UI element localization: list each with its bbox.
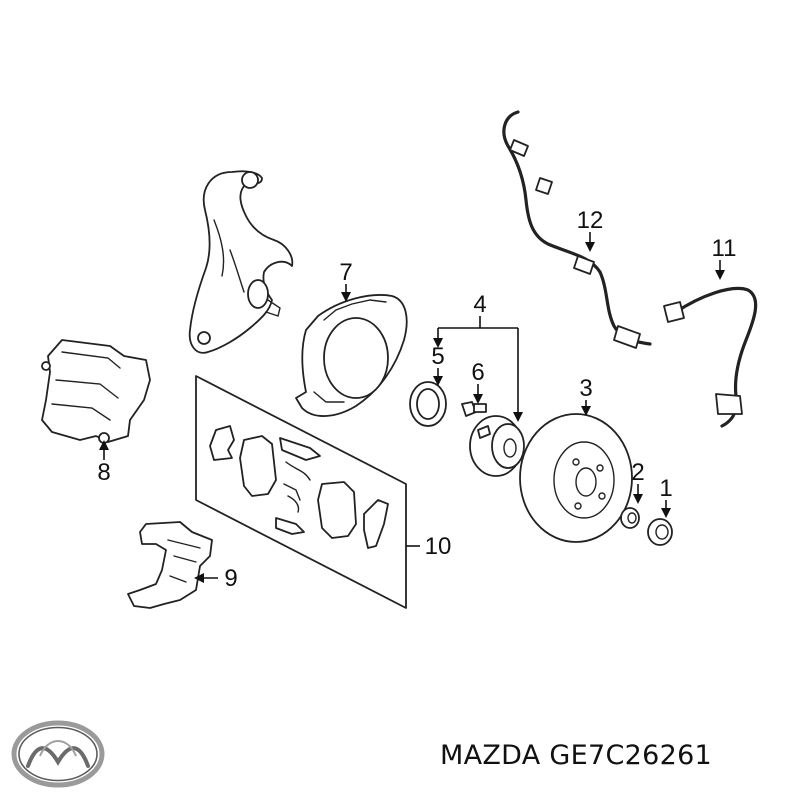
callout-1: 1: [659, 475, 672, 502]
brake-rotor: [519, 400, 633, 543]
callout-12: 12: [577, 207, 604, 234]
abs-wheel-speed-sensor: [502, 110, 652, 349]
hub-nut-small: [620, 484, 643, 529]
callout-6: 6: [471, 359, 484, 386]
callout-11: 11: [712, 235, 737, 262]
steering-knuckle: [188, 170, 294, 354]
hub-nut-large: [647, 500, 673, 546]
callout-8: 8: [97, 459, 110, 486]
callout-4: 4: [473, 291, 486, 318]
mazda-logo: [11, 720, 105, 788]
brake-pad-kit: [195, 375, 420, 609]
wheel-hub: [433, 316, 525, 477]
dust-shield: [295, 284, 408, 417]
wheel-stud: [461, 384, 487, 417]
callout-5: 5: [431, 343, 444, 370]
caliper-bracket: [127, 521, 218, 609]
brake-caliper: [41, 339, 151, 460]
callout-10: 10: [425, 533, 452, 560]
abs-tone-ring: [409, 368, 447, 427]
callout-9: 9: [224, 565, 237, 592]
callout-2: 2: [631, 459, 644, 486]
callout-7: 7: [339, 259, 352, 286]
brake-hose: [663, 260, 758, 428]
part-number-caption: MAZDA GE7C26261: [440, 740, 713, 771]
callout-3: 3: [579, 375, 592, 402]
